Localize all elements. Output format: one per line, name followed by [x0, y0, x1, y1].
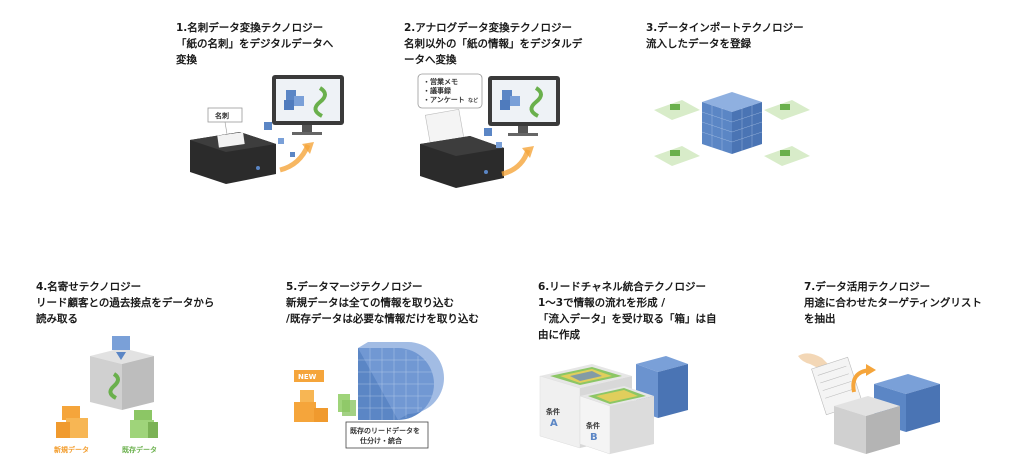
matching-machine-icon: [90, 336, 154, 410]
item-7-desc-line2: を抽出: [804, 313, 836, 325]
item-2-illustration: ・営業メモ ・議事録 ・アンケート など: [417, 73, 560, 188]
data-box-gray: [834, 396, 900, 454]
item-4-desc-line1: リード顧客との過去接点をデータから: [36, 297, 215, 309]
condition-a-grid: [550, 367, 622, 385]
item-6-desc-line2: 「流入データ」を受け取る「箱」は自: [538, 313, 717, 325]
item-3-desc-line1: 流入したデータを登録: [646, 38, 751, 50]
item-6-text: 6.リードチャネル統合テクノロジー 1～3で情報の流れを形成 / 「流入データ」…: [538, 279, 717, 343]
condition-b-label: 条件: [585, 421, 600, 430]
new-data-stack: [56, 406, 88, 438]
existing-data-label: 既存データ: [122, 445, 157, 454]
item-5-text: 5.データマージテクノロジー 新規データは全ての情報を取り込む /既存データは必…: [286, 279, 479, 327]
item-4-text: 4.名寄せテクノロジー リード顧客との過去接点をデータから 読み取る: [36, 279, 214, 327]
item-7-illustration: [798, 353, 940, 454]
item-1-desc-line2: 変換: [176, 54, 197, 66]
item-1-illustration: 名刺: [190, 75, 344, 184]
item-2-title: 2.アナログデータ変換テクノロジー: [404, 22, 572, 34]
box-condition-b: 条件 B: [579, 386, 654, 455]
item-6-desc-line3: 由に作成: [538, 329, 580, 341]
existing-data-stack: [130, 410, 158, 438]
item-7-title: 7.データ活用テクノロジー: [804, 281, 931, 293]
scanner-icon: [420, 108, 504, 188]
condition-b-letter: B: [590, 432, 598, 443]
new-data-blocks: [294, 390, 328, 422]
item-6-illustration: 条件 A 条件 B: [539, 356, 688, 455]
item-4-desc-line2: 読み取る: [36, 313, 78, 325]
item-7-text: 7.データ活用テクノロジー 用途に合わせたターゲティングリスト を抽出: [804, 279, 982, 327]
list-sheet: [811, 356, 863, 416]
item-7-desc-line1: 用途に合わせたターゲティングリスト: [804, 297, 982, 309]
sheet-bottomleft: [654, 146, 700, 166]
item-2-text: 2.アナログデータ変換テクノロジー 名刺以外の「紙の情報」をデジタルデ ータへ変…: [404, 20, 582, 68]
item-5-illustration: NEW 既存のリードデータを 仕分け・統合: [294, 342, 444, 449]
sheet-bottomright: [764, 146, 810, 166]
new-data-label: 新規データ: [54, 445, 89, 454]
monitor-icon: [488, 76, 560, 136]
condition-a-label: 条件: [545, 407, 560, 416]
item-3-illustration: [654, 92, 810, 166]
item-4-title: 4.名寄せテクノロジー: [36, 281, 142, 293]
merge-callout-line1: 既存のリードデータを: [350, 426, 420, 435]
item-6-desc-line1: 1～3で情報の流れを形成 /: [538, 297, 666, 309]
item-5-title: 5.データマージテクノロジー: [286, 281, 423, 293]
memo-suffix: など: [468, 97, 478, 104]
merge-callout-line2: 仕分け・統合: [359, 436, 403, 445]
scanner-icon: [190, 132, 276, 184]
item-2-desc-line1: 名刺以外の「紙の情報」をデジタルデ: [404, 38, 583, 50]
item-2-desc-line2: ータへ変換: [404, 54, 457, 66]
item-6-title: 6.リードチャネル統合テクノロジー: [538, 281, 707, 293]
card-label: 名刺: [215, 111, 229, 120]
item-3-title: 3.データインポートテクノロジー: [646, 22, 804, 34]
business-card: 名刺: [207, 107, 243, 141]
sheet-topright: [764, 100, 810, 120]
item-1-desc-line1: 「紙の名刺」をデジタルデータへ: [176, 38, 334, 50]
memo-callout: ・営業メモ ・議事録 ・アンケート など: [417, 73, 483, 109]
memo-line-2: ・議事録: [423, 86, 452, 95]
existing-data-blocks: [338, 394, 356, 416]
data-cube-icon: [701, 92, 763, 154]
condition-a-letter: A: [550, 418, 558, 429]
item-4-illustration: 新規データ 既存データ: [54, 336, 158, 454]
item-1-title: 1.名刺データ変換テクノロジー: [176, 22, 324, 34]
new-badge: NEW: [294, 370, 324, 382]
lead-database-icon: [358, 342, 444, 420]
item-5-desc-line2: /既存データは必要な情報だけを取り込む: [286, 313, 479, 325]
new-badge-label: NEW: [298, 373, 317, 381]
monitor-icon: [272, 75, 344, 135]
item-5-desc-line1: 新規データは全ての情報を取り込む: [286, 297, 454, 309]
memo-line-1: ・営業メモ: [423, 77, 458, 86]
item-3-text: 3.データインポートテクノロジー 流入したデータを登録: [646, 20, 804, 52]
sheet-topleft: [654, 100, 700, 120]
merge-callout: 既存のリードデータを 仕分け・統合: [345, 421, 429, 449]
item-1-text: 1.名刺データ変換テクノロジー 「紙の名刺」をデジタルデータへ 変換: [176, 20, 333, 68]
memo-line-3: ・アンケート: [423, 96, 465, 104]
